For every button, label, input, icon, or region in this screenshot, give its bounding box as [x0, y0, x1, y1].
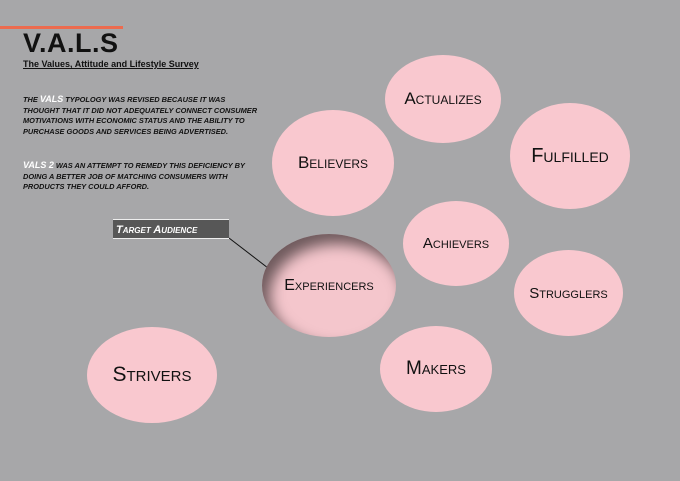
- segment-strivers[interactable]: Strivers: [87, 327, 217, 423]
- segment-experiencers[interactable]: Experiencers: [262, 234, 396, 337]
- segment-actualizes[interactable]: Actualizes: [385, 55, 501, 143]
- segment-label: Fulfilled: [531, 144, 609, 167]
- segment-fulfilled[interactable]: Fulfilled: [510, 103, 630, 209]
- segment-strugglers[interactable]: Strugglers: [514, 250, 623, 336]
- segment-label: Makers: [406, 358, 466, 379]
- paragraph-highlight: VALS: [39, 94, 64, 104]
- accent-line: [0, 26, 123, 29]
- segment-label: Strugglers: [529, 284, 608, 302]
- segment-label: Strivers: [112, 363, 192, 386]
- segment-label: Achievers: [422, 235, 490, 252]
- paragraph-highlight: VALS 2: [23, 160, 54, 170]
- paragraph-text: typology was revised because it was thou…: [23, 95, 258, 136]
- segment-label: Actualizes: [404, 89, 482, 108]
- paragraph-text: was an attempt to remedy this deficiency…: [23, 161, 245, 191]
- vals2-paragraph: VALS 2 was an attempt to remedy this def…: [23, 160, 263, 193]
- page-subtitle: The Values, Attitude and Lifestyle Surve…: [23, 59, 199, 69]
- page-title: V.A.L.S: [23, 28, 119, 58]
- segment-label: Experiencers: [284, 276, 374, 294]
- segment-believers[interactable]: Believers: [272, 110, 394, 216]
- paragraph-lead: The: [23, 95, 38, 104]
- target-audience-label: Target Audience: [113, 219, 229, 239]
- segment-label: Believers: [297, 153, 369, 172]
- intro-paragraph: The VALS typology was revised because it…: [23, 94, 263, 137]
- segment-achievers[interactable]: Achievers: [403, 201, 509, 286]
- segment-makers[interactable]: Makers: [380, 326, 492, 412]
